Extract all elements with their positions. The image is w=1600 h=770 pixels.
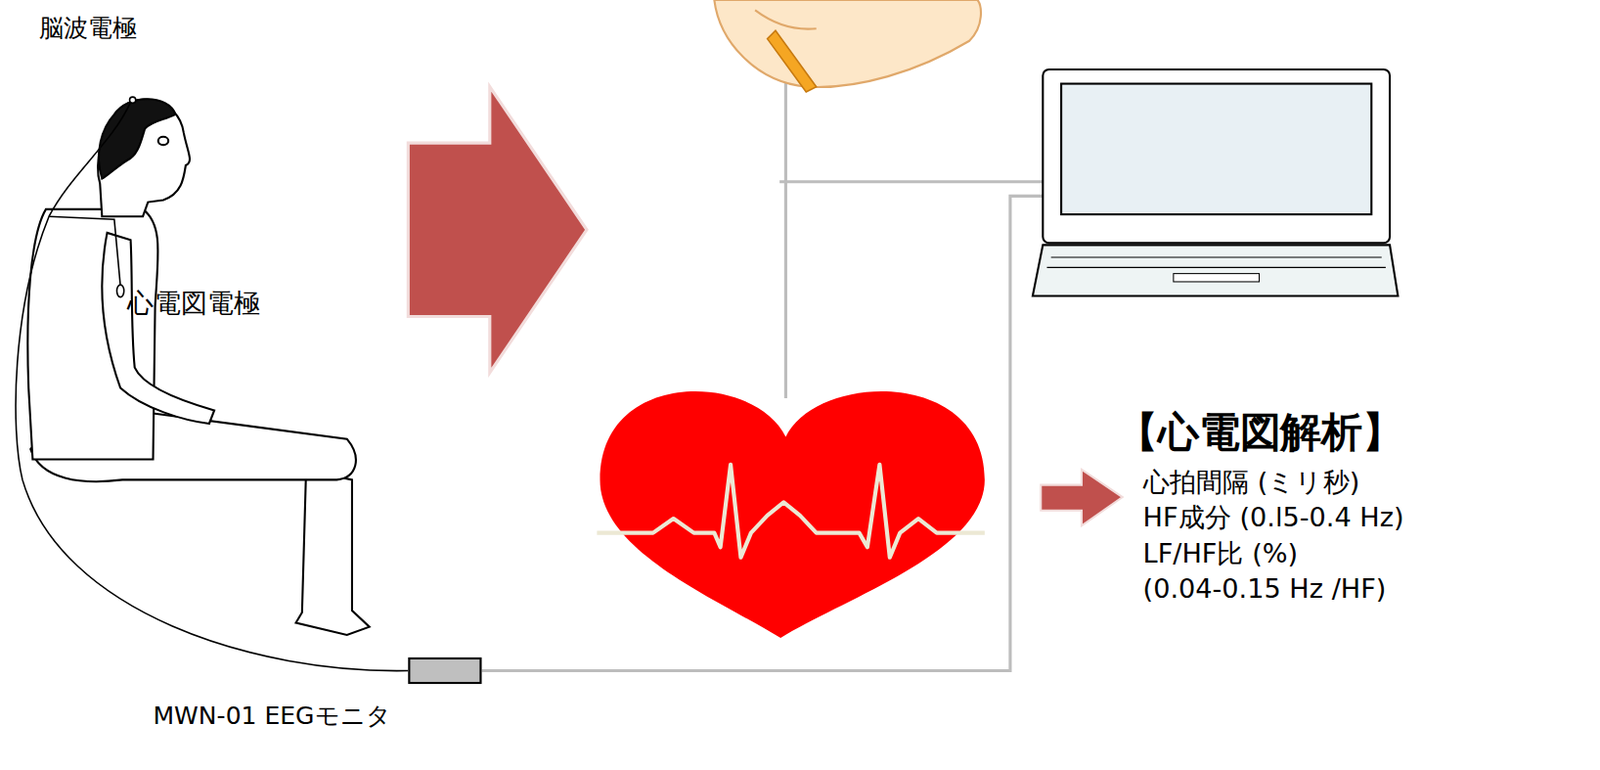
person-hair — [98, 98, 176, 178]
section-heading: 【心電図解析】 — [1116, 407, 1403, 455]
wire — [779, 179, 1043, 183]
analysis-item: 心拍間隔 (ミリ秒) — [1143, 467, 1361, 498]
person-shirt — [27, 209, 158, 460]
cartoon-pencil — [767, 30, 817, 92]
electrode-wire — [15, 96, 408, 670]
device-label: MWN-01 EEGモニタ — [153, 702, 392, 731]
analysis-item: LF/HF比 (%) — [1143, 538, 1299, 570]
person-legs — [296, 469, 370, 635]
heart-shape — [600, 391, 985, 638]
laptop-screen — [1061, 84, 1372, 216]
cartoon-line — [755, 9, 817, 29]
monitor-box — [407, 657, 482, 684]
wire-group — [481, 0, 1043, 670]
eeg-cable — [15, 101, 408, 670]
part-label: 心電図電極 — [127, 288, 261, 319]
laptop-keys — [1046, 266, 1385, 268]
laptop-keys — [1051, 256, 1382, 258]
laptop-lid — [1042, 69, 1390, 243]
person-head — [97, 99, 190, 218]
analysis-item: (0.04-0.15 Hz /HF) — [1143, 574, 1387, 605]
person-eye — [158, 136, 169, 145]
monitor-device: MWN-01 EEGモニタ — [153, 653, 490, 741]
analysis-item: HF成分 (0.l5-0.4 Hz) — [1143, 502, 1405, 534]
laptop-base — [1032, 244, 1399, 296]
person-figure — [27, 98, 369, 635]
ecg-electrode — [116, 284, 124, 298]
ecg-cable — [48, 216, 121, 286]
cartoon-fragment — [713, 0, 981, 92]
cartoon-hand — [713, 0, 981, 88]
block-arrow — [1040, 469, 1122, 526]
wire — [481, 195, 1043, 670]
laptop-symbol — [1032, 69, 1399, 297]
eeg-electrode — [130, 96, 136, 103]
ecg-trace — [596, 464, 984, 558]
part-label: 脳波電極 — [39, 14, 137, 44]
laptop-touchpad — [1173, 273, 1260, 282]
block-arrow — [407, 87, 587, 373]
